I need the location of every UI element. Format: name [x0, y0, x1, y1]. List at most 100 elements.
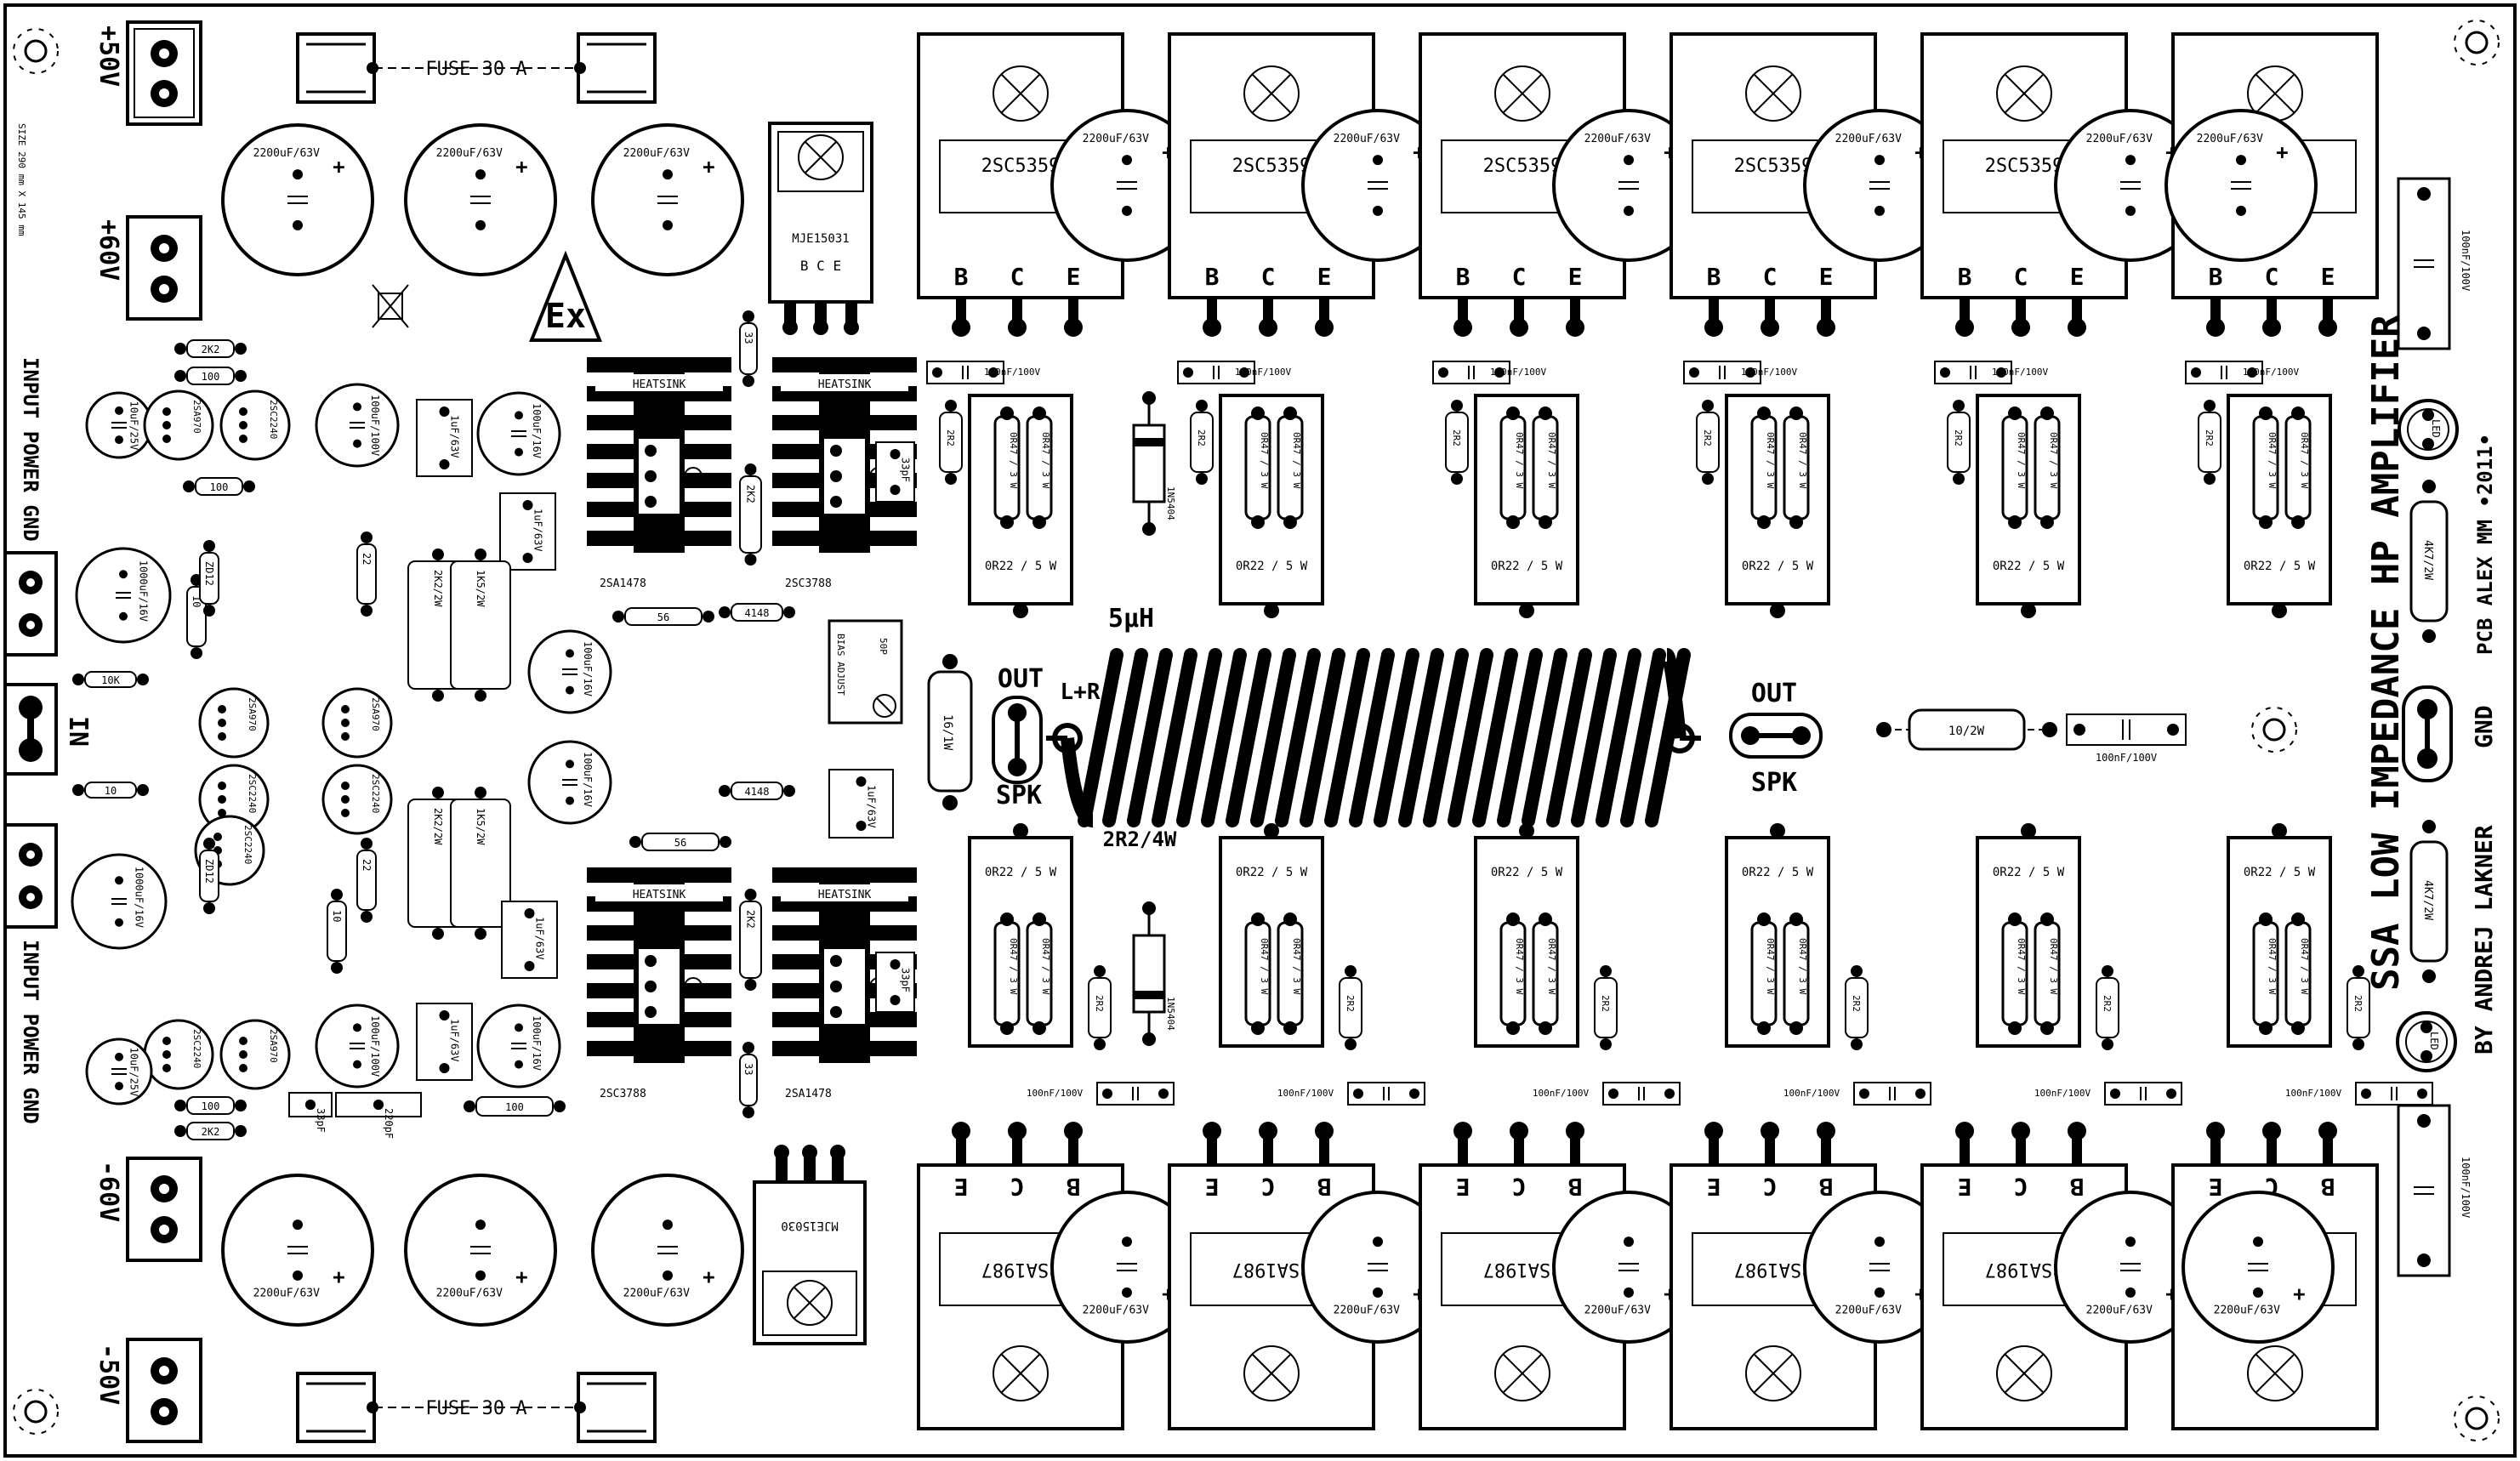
emitter-resistor-blocks-bottom: 0R47 / 3 W 0R47 / 3 W 0R22 / 5 W 2R2 100nF/1…: [968, 823, 2433, 1106]
cap-1000u16-lower: 1000uF/16V: [71, 853, 168, 950]
bias-adjust-label: BIAS ADJUST: [835, 634, 846, 696]
output-inductor: 5µH 2R2/4W: [1046, 604, 1701, 851]
output-filter-cap-bottom-6: 2200uF/63V+: [2182, 1191, 2335, 1344]
res-100-lower-label: 100: [202, 1100, 220, 1112]
transistor-2sa970-mid-b-label: 2SA970: [370, 697, 381, 731]
output-filter-cap-top-1-label: 2200uF/63V: [1083, 133, 1149, 145]
pnp-pin-label: C: [1763, 1173, 1778, 1201]
res-10k-label: 10K: [101, 674, 120, 686]
diode-4148-upper-label: 4148: [745, 607, 770, 619]
npn-pin-label: B: [1707, 263, 1721, 291]
terminal-plus50-label: +50V: [94, 26, 123, 87]
diode-4148-upper: 4148: [719, 603, 795, 622]
cap-100u16-mid-a-label: 100uF/16V: [582, 641, 594, 696]
filter-cap-bottom-2-plus-icon: +: [515, 1265, 527, 1289]
fuse-bottom-label: FUSE 30 A: [425, 1398, 526, 1419]
transistor-2sa970-upper-a-label: 2SA970: [191, 400, 202, 434]
base-resistor-label: 0R47 / 3 W: [1765, 432, 1776, 489]
bias-cap-label: 50P: [878, 638, 889, 655]
transistor-2sc2240-upper-a: 2SC2240: [219, 389, 291, 461]
pnp-pin-label: E: [2209, 1173, 2223, 1201]
emitter-resistor-label: 0R22 / 5 W: [2244, 866, 2316, 879]
bypass-cap-label: 100nF/100V: [1741, 367, 1798, 378]
pnp-pin-label: E: [1205, 1173, 1220, 1201]
base-resistor-label: 0R47 / 3 W: [1797, 938, 1808, 995]
res-56-lower-label: 56: [674, 837, 686, 849]
res-10k: 10K: [72, 671, 149, 688]
npn-pin-label: C: [1763, 263, 1778, 291]
res-56-upper-label: 56: [657, 611, 669, 623]
cap-10u25-upper-label: 10uF/25V: [128, 401, 139, 451]
res-2k2-upper: 2K2: [174, 339, 247, 358]
emitter-resistor-label: 0R22 / 5 W: [1993, 866, 2065, 879]
res-2k2-lower-label: 2K2: [202, 1126, 220, 1138]
r2r2-label: 2R2: [1851, 995, 1862, 1012]
base-resistor-label: 0R47 / 3 W: [1514, 432, 1525, 489]
emitter-resistor-label: 0R22 / 5 W: [985, 560, 1057, 573]
driver-top: MJE15031 B C E: [768, 122, 873, 335]
npn-pin-label: B: [1958, 263, 1972, 291]
predriver-label: 2SA1478: [785, 1088, 832, 1100]
out-pad-left: OUT SPK L+R: [992, 664, 1101, 810]
transistor-2sa970-mid-b: 2SA970: [321, 687, 393, 759]
output-filter-cap-top-6: 2200uF/63V+: [2164, 109, 2318, 262]
pnp-pin-label: E: [1707, 1173, 1721, 1201]
left-filter-caps: 2200uF/63V+2200uF/63V+2200uF/63V+2200uF/…: [221, 123, 744, 1327]
npn-pin-label: E: [1568, 263, 1583, 291]
bias-adjust-trimmer[interactable]: BIAS ADJUST 50P: [828, 619, 903, 725]
base-resistor-label: 0R47 / 3 W: [1546, 432, 1557, 489]
led-resistor-top: 4K7/2W: [2409, 480, 2449, 643]
weee-bin-icon: [372, 284, 409, 328]
res-1k5w-lower-label: 1K5/2W: [475, 808, 486, 845]
bypass-cap-label: 100nF/100V: [1235, 367, 1292, 378]
res-33-lower: 33: [739, 1042, 758, 1118]
transistor-2sa970-lower-label: 2SA970: [268, 1029, 279, 1063]
svg-text:Ex: Ex: [545, 297, 586, 336]
cap-10u25-lower-label: 10uF/25V: [128, 1048, 139, 1097]
predriver-label: 2SC3788: [600, 1088, 646, 1100]
output-filter-cap-top-2: 2200uF/63V+: [1301, 109, 1454, 262]
res-56-lower: 56: [629, 833, 731, 851]
zener-lower-label: ZD12: [203, 859, 215, 884]
output-filter-cap-bottom-6-plus-icon: +: [2293, 1282, 2305, 1306]
res-100-lower-long: 100: [464, 1096, 566, 1117]
res-2k2w-upper-label: 2K2/2W: [432, 570, 444, 607]
inductor-sub-label: 2R2/4W: [1103, 827, 1177, 851]
transistor-2sc2240-mid-b: 2SC2240: [321, 764, 393, 835]
cap-1u63-mid-label: 1uF/63V: [866, 785, 878, 828]
out-left-label: OUT: [998, 664, 1044, 694]
terminal-minus50: -50V: [94, 1338, 202, 1443]
cap-33p-lower-label: 33pF: [900, 968, 912, 992]
filter-cap-bottom-3-label: 2200uF/63V: [623, 1288, 690, 1300]
pnp-pin-label: E: [954, 1173, 969, 1201]
pnp-pin-label: B: [2321, 1173, 2335, 1201]
led-resistor-bottom: 4K7/2W: [2409, 820, 2449, 983]
bypass-cap-label: 100nF/100V: [1277, 1088, 1334, 1099]
output-filter-cap-bottom-4-label: 2200uF/63V: [1835, 1305, 1902, 1317]
bypass-cap-label: 100nF/100V: [2034, 1088, 2091, 1099]
res-10-mid: 10: [72, 782, 149, 799]
driver-top-label: MJE15031: [792, 232, 849, 246]
heatsink-label: HEATSINK: [818, 889, 872, 901]
flyback-diode-top-label: 1N5404: [1165, 486, 1176, 520]
mounting-hole-br: [2454, 1396, 2500, 1441]
base-resistor-label: 0R47 / 3 W: [2299, 432, 2310, 489]
filter-cap-bottom-1-plus-icon: +: [333, 1265, 344, 1289]
base-resistor-label: 0R47 / 3 W: [2016, 938, 2027, 995]
lr-label: L+R: [1061, 679, 1101, 705]
cap-33p-upper: 33pF: [875, 441, 915, 503]
cap-1000u16-lower-label: 1000uF/16V: [133, 867, 145, 928]
output-transistors-npn: 2SC5359BCE2200uF/63V+2SC5359BCE2200uF/63…: [917, 32, 2379, 337]
base-resistor-label: 0R47 / 3 W: [2048, 432, 2059, 489]
cap-100u16-upper-label: 100uF/16V: [531, 403, 543, 458]
zobel-resistor-label: 10/2W: [1948, 725, 1985, 738]
r2r2-label: 2R2: [1702, 429, 1713, 446]
